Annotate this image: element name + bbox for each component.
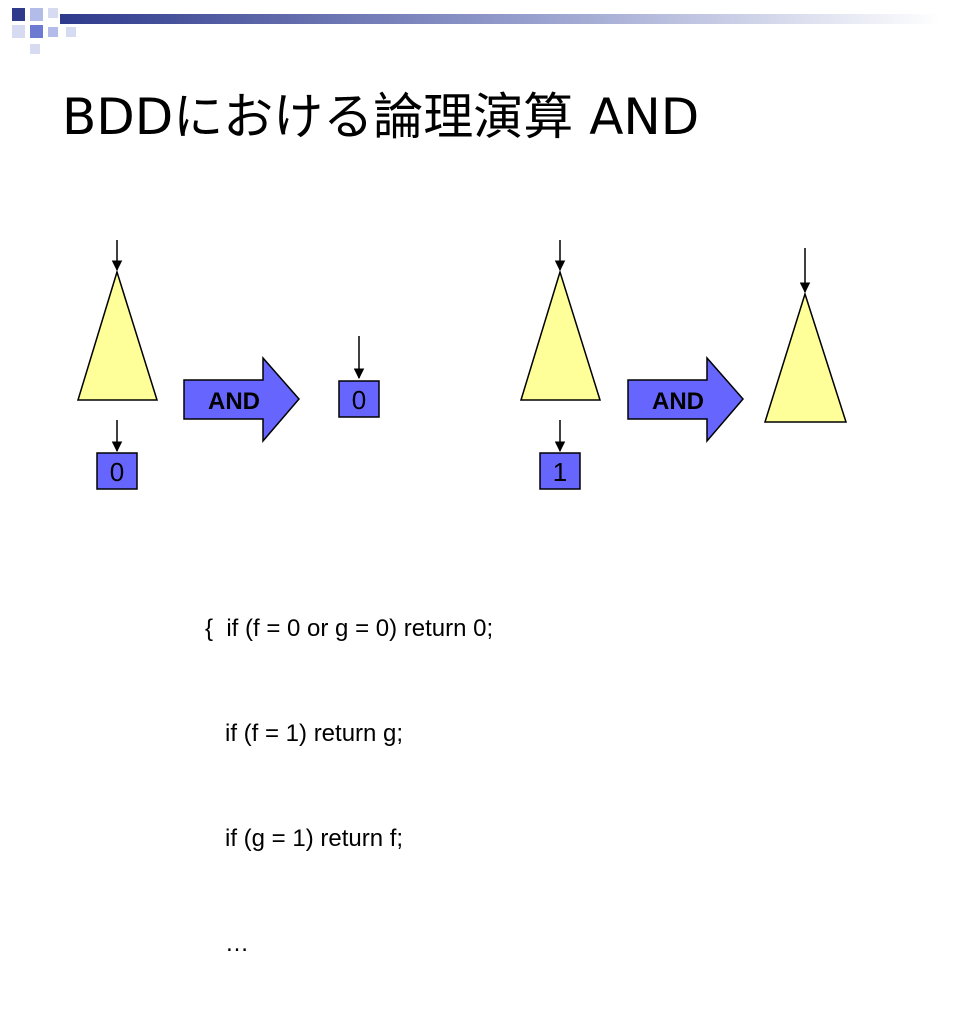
case2-terminal-label: 1 xyxy=(553,457,567,487)
case2-and-arrow xyxy=(627,356,744,444)
header-decoration xyxy=(12,8,940,54)
header-square xyxy=(48,27,58,37)
code-line: { if (f = 0 or g = 0) return 0; xyxy=(205,615,494,642)
case1-operator-label: AND xyxy=(208,388,260,415)
header-square xyxy=(48,8,58,18)
header-square xyxy=(30,44,40,54)
case2-group: 1 AND xyxy=(519,240,848,490)
case1-group: 0 AND 0 xyxy=(76,240,380,490)
header-square xyxy=(12,8,25,21)
case1-result-node xyxy=(338,380,380,418)
code-line: if (f = 1) return g; xyxy=(205,720,404,747)
header-square xyxy=(30,25,43,38)
case1-and-arrow xyxy=(183,356,300,444)
case1-terminal-label: 0 xyxy=(110,457,124,487)
case2-bdd-triangle xyxy=(519,269,602,401)
bdd-and-diagram: 0 AND 0 1 AND xyxy=(76,240,848,490)
case1-terminal-node xyxy=(96,452,138,490)
case1-result-label: 0 xyxy=(352,385,366,415)
header-gradient-bar xyxy=(60,14,940,24)
slide: BDDにおける論理演算 AND 0 AND 0 1 xyxy=(12,8,940,957)
case2-result-triangle xyxy=(763,291,848,423)
slide-title: BDDにおける論理演算 AND xyxy=(62,88,700,146)
pseudocode-block: { if (f = 0 or g = 0) return 0; if (f = … xyxy=(205,541,493,1031)
code-line: if (g = 1) return f; xyxy=(205,825,404,852)
case1-bdd-triangle xyxy=(76,269,159,401)
case2-operator-label: AND xyxy=(652,388,704,415)
header-square xyxy=(30,8,43,21)
header-square xyxy=(66,27,76,37)
code-line: … xyxy=(205,930,250,957)
case2-terminal-node xyxy=(539,452,581,490)
header-square xyxy=(12,25,25,38)
